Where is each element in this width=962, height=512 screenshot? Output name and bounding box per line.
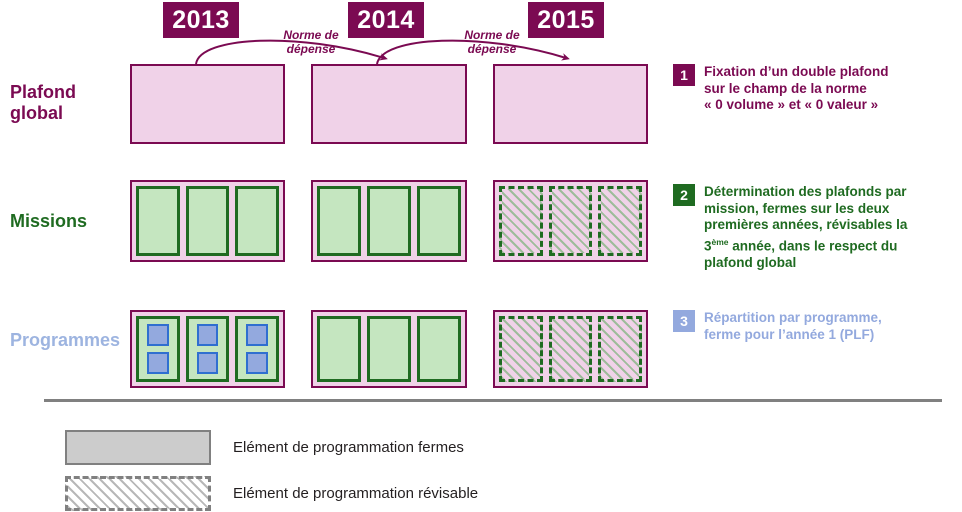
annotation-3: 3 Répartition par programme, ferme pour …: [673, 310, 882, 343]
plafond-global-box-2015: [493, 64, 648, 144]
row-label-line1: Missions: [10, 211, 88, 231]
superscript-suffix: ème: [711, 236, 729, 247]
programme-sub-box: [196, 324, 219, 346]
programme-sub-box: [246, 324, 269, 346]
plafond-global-box-2014: [311, 64, 467, 144]
programmes-cells-2014: [317, 316, 461, 382]
mission-cell: [317, 186, 361, 256]
norme-label-line2: dépense: [467, 42, 517, 56]
annotation-line: Détermination des plafonds par: [704, 184, 907, 199]
year-chip-2013: 2013: [163, 2, 239, 38]
annotation-line: sur le champ de la norme: [704, 80, 867, 96]
annotation-line: ferme pour l’année 1 (PLF): [704, 326, 875, 342]
norme-label-2014-2015: Norme de dépense: [437, 28, 547, 56]
legend-label: Elément de programmation révisable: [233, 485, 479, 502]
legend-swatch-solid: [65, 430, 211, 465]
annotation-text-1: Fixation d’un double plafond sur le cham…: [704, 64, 888, 114]
annotation-badge-3: 3: [673, 310, 695, 332]
norme-label-2013-2014: Norme de dépense: [256, 28, 366, 56]
year-chip-label: 2015: [537, 5, 595, 34]
programme-cell-revisable: [598, 316, 643, 382]
programme-cell-revisable: [499, 316, 543, 382]
row-label-plafond-global: Plafond global: [10, 82, 76, 124]
mission-cell-revisable: [598, 186, 643, 256]
annotation-line: Répartition par programme,: [704, 310, 882, 325]
annotation-2: 2 Détermination des plafonds par mission…: [673, 184, 907, 271]
annotation-badge-1: 1: [673, 64, 695, 86]
norme-label-line2: dépense: [286, 42, 336, 56]
row-label-programmes: Programmes: [10, 330, 120, 351]
programme-cell: [185, 316, 230, 382]
programme-sub-box: [246, 352, 269, 374]
legend-item-revisable: Elément de programmation révisable: [65, 476, 478, 511]
plafond-global-box-2013: [130, 64, 285, 144]
programme-cell: [235, 316, 280, 382]
year-chip-label: 2014: [357, 5, 415, 34]
annotation-line: premières années, révisables la: [704, 217, 908, 232]
programmes-cells-2013: [136, 316, 280, 382]
legend-item-ferme: Elément de programmation fermes: [65, 430, 464, 465]
missions-box-2013: [130, 180, 285, 262]
programme-cell: [317, 316, 361, 382]
annotation-line: Fixation d’un double plafond: [704, 64, 889, 79]
annotation-line: plafond global: [704, 254, 797, 270]
annotation-line-superscript: 3ème année, dans le respect du: [704, 234, 907, 255]
norme-label-line1: Norme de: [283, 28, 339, 42]
annotation-badge-2: 2: [673, 184, 695, 206]
annotation-line: « 0 volume » et « 0 valeur »: [704, 97, 879, 112]
missions-cells-2013: [136, 186, 280, 256]
mission-cell: [136, 186, 180, 256]
annotation-1: 1 Fixation d’un double plafond sur le ch…: [673, 64, 888, 114]
superscript-rest: année, dans le respect du: [728, 238, 898, 253]
row-label-line1: Plafond: [10, 82, 76, 102]
programme-cell: [417, 316, 461, 382]
mission-cell-revisable: [499, 186, 543, 256]
section-divider: [44, 399, 942, 402]
mission-cell-revisable: [548, 186, 593, 256]
programme-sub-box: [147, 352, 169, 374]
legend-swatch-hatched: [65, 476, 211, 511]
programme-cell: [367, 316, 411, 382]
missions-box-2014: [311, 180, 467, 262]
row-label-line2: global: [10, 103, 63, 123]
row-label-missions: Missions: [10, 211, 87, 232]
norme-label-line1: Norme de: [464, 28, 520, 42]
year-chip-2014: 2014: [348, 2, 424, 38]
mission-cell: [235, 186, 280, 256]
row-label-line1: Programmes: [10, 330, 121, 350]
mission-cell: [367, 186, 411, 256]
programmes-cells-2015: [499, 316, 643, 382]
programmes-box-2013: [130, 310, 285, 388]
annotation-text-3: Répartition par programme, ferme pour l’…: [704, 310, 882, 343]
programme-sub-box: [147, 324, 169, 346]
annotation-line: mission, fermes sur les deux: [704, 200, 890, 216]
programme-cell: [136, 316, 180, 382]
year-chip-label: 2013: [172, 5, 230, 34]
missions-cells-2015: [499, 186, 643, 256]
programmes-box-2014: [311, 310, 467, 388]
mission-cell: [185, 186, 230, 256]
programme-sub-box: [196, 352, 219, 374]
superscript-base: 3: [704, 238, 712, 253]
missions-cells-2014: [317, 186, 461, 256]
programme-cell-revisable: [548, 316, 593, 382]
missions-box-2015: [493, 180, 648, 262]
programmes-box-2015: [493, 310, 648, 388]
mission-cell: [417, 186, 461, 256]
legend-label: Elément de programmation fermes: [233, 439, 464, 456]
annotation-text-2: Détermination des plafonds par mission, …: [704, 184, 907, 271]
year-chip-2015: 2015: [528, 2, 604, 38]
